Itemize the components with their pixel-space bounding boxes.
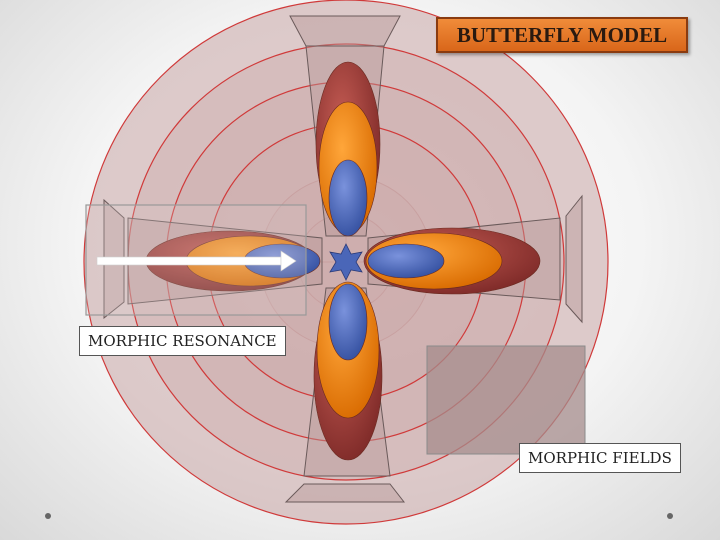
funnel-right: [565, 194, 583, 324]
morphic-fields-label: MORPHIC FIELDS: [519, 443, 681, 473]
petals: [145, 61, 541, 461]
morphic-fields-box: [426, 345, 586, 455]
slide-dot-left: [45, 513, 51, 519]
diagram-title: BUTTERFLY MODEL: [436, 17, 688, 53]
morphic-resonance-label: MORPHIC RESONANCE: [79, 326, 286, 356]
star-icon: [329, 243, 363, 281]
funnel-top: [289, 15, 401, 47]
petal-top-inner: [328, 159, 368, 237]
funnel-bottom: [284, 483, 406, 503]
petal-right-inner: [367, 243, 445, 279]
right-arrow-icon: [96, 250, 297, 272]
petal-bottom-inner: [328, 283, 368, 361]
slide-dot-right: [667, 513, 673, 519]
